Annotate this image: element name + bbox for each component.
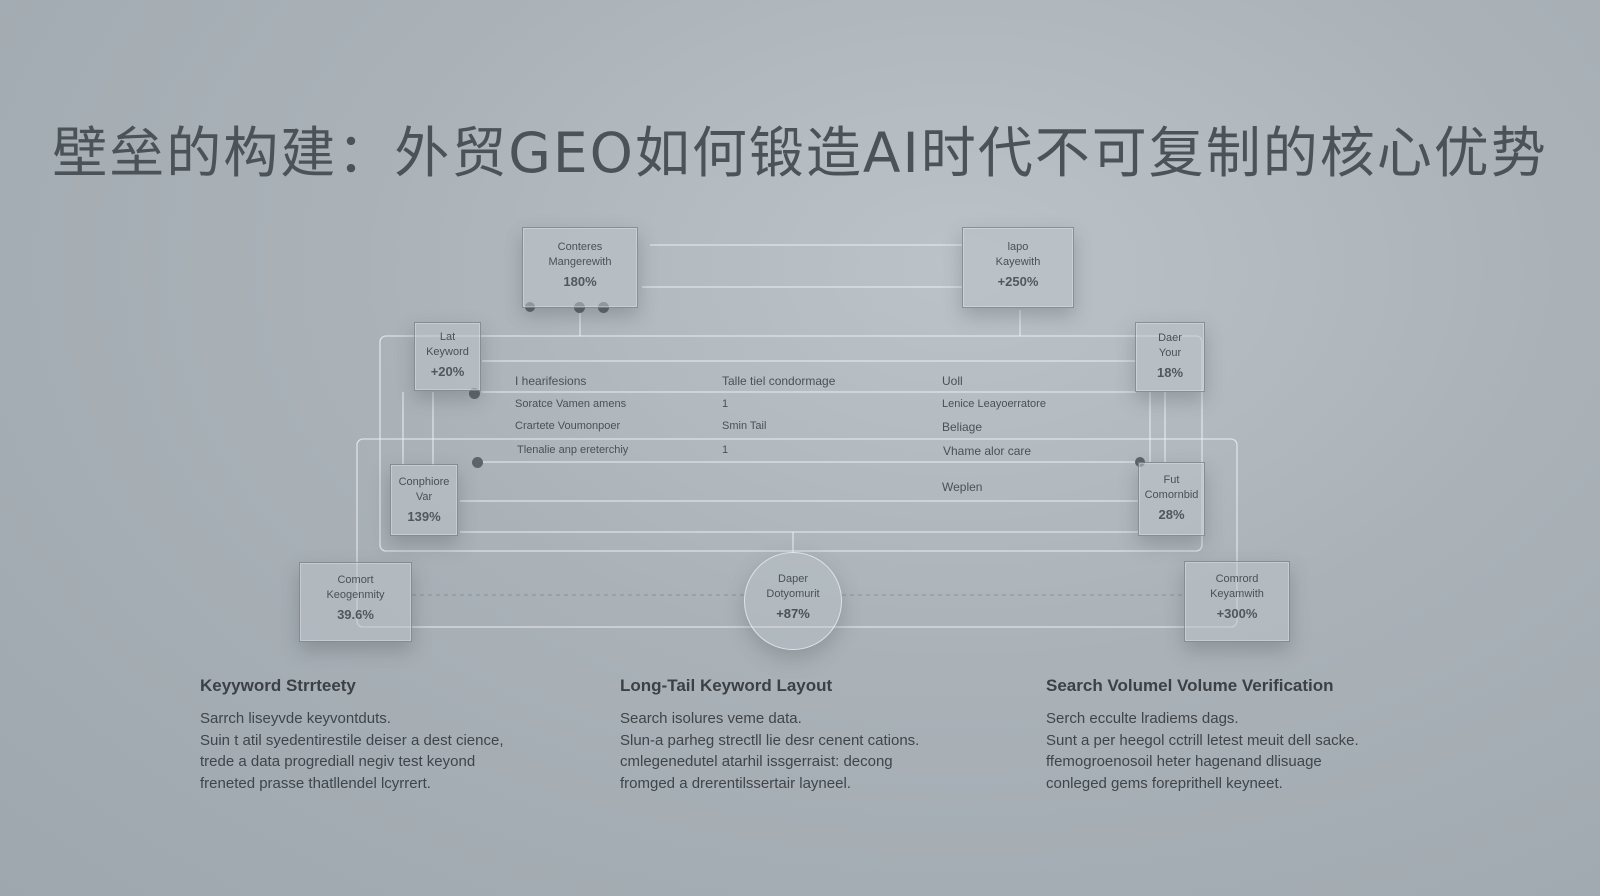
node-bottom-center: Daper Dotyomurit +87% bbox=[744, 552, 842, 650]
node-value: +87% bbox=[776, 606, 810, 621]
node-low-right: Fut Comornbid 28% bbox=[1138, 462, 1205, 536]
column-line: fromged a drerentilssertair layneel. bbox=[620, 774, 851, 792]
node-top-right: lapo Kayewith +250% bbox=[962, 227, 1074, 308]
table-cell: Crartete Voumonpoer bbox=[515, 420, 621, 432]
node-label: Var bbox=[415, 491, 433, 503]
table-cell: Beliage bbox=[942, 420, 983, 434]
table-cell: Lenice Leayoerratore bbox=[942, 398, 1046, 410]
table-cell: Weplen bbox=[942, 480, 983, 494]
node-value: +20% bbox=[430, 364, 465, 379]
table-cell: 1 bbox=[722, 398, 729, 410]
column-heading: Search Volumel Volume Verification bbox=[1046, 676, 1334, 695]
node-label: Keogenmity bbox=[326, 589, 385, 601]
column-line: Slun-a parheg strectll lie desr cenent c… bbox=[620, 731, 920, 749]
column-line: freneted prasse thatllendel lcyrrert. bbox=[200, 774, 431, 792]
node-label: lapo bbox=[1007, 241, 1029, 253]
column-heading: Long-Tail Keyword Layout bbox=[620, 676, 833, 695]
node-bottom-right: Comrord Keyamwith +300% bbox=[1184, 561, 1290, 642]
node-label: Conphiore bbox=[398, 476, 450, 488]
node-label: Dotyomurit bbox=[766, 588, 820, 600]
column-line: Sarrch liseyvde keyvontduts. bbox=[200, 710, 391, 727]
node-value: +250% bbox=[997, 274, 1039, 289]
table-cell: Talle tiel condormage bbox=[722, 374, 836, 388]
column-line: cmlegenedutel atarhil issgerraist: decon… bbox=[620, 753, 893, 770]
node-label: Comort bbox=[337, 574, 374, 586]
page-title: 壁垒的构建：外贸GEO如何锻造AI时代不可复制的核心优势 bbox=[52, 121, 1548, 185]
connector-dot bbox=[469, 388, 480, 399]
column-keyword-strategy: Keyyword Strrteety Sarrch liseyvde keyvo… bbox=[200, 676, 570, 794]
node-label: Lat bbox=[439, 331, 456, 343]
node-bottom-left: Comort Keogenmity 39.6% bbox=[299, 562, 412, 642]
node-value: 139% bbox=[407, 509, 441, 524]
table-cell: Smin Tail bbox=[722, 420, 767, 432]
column-line: conleged gems foreprithell keyneet. bbox=[1046, 774, 1283, 792]
table-cell: Tlenalie anp ereterchiy bbox=[517, 444, 629, 456]
table-cell: Soratce Vamen amens bbox=[515, 398, 627, 410]
node-value: 39.6% bbox=[337, 607, 374, 622]
column-long-tail: Long-Tail Keyword Layout Search isolures… bbox=[620, 676, 990, 794]
node-label: Comornbid bbox=[1144, 489, 1199, 501]
node-label: Daer bbox=[1158, 332, 1182, 344]
column-line: Sunt a per heegol cctrill letest meuit d… bbox=[1046, 731, 1359, 749]
table-cell: I hearifesions bbox=[515, 374, 587, 388]
node-value: +300% bbox=[1216, 606, 1258, 621]
column-line: Serch ecculte lradiems dags. bbox=[1046, 710, 1239, 727]
table-cell: Uoll bbox=[942, 374, 963, 388]
node-value: 180% bbox=[563, 274, 597, 289]
column-line: Search isolures veme data. bbox=[620, 710, 802, 727]
node-top-left: Conteres Mangerewith 180% bbox=[522, 227, 638, 308]
column-heading: Keyyword Strrteety bbox=[200, 676, 356, 695]
node-label: Your bbox=[1158, 347, 1182, 359]
table-cell: 1 bbox=[722, 444, 729, 456]
node-value: 18% bbox=[1156, 365, 1184, 380]
column-search-volume: Search Volumel Volume Verification Serch… bbox=[1046, 676, 1416, 794]
node-label: Keyword bbox=[426, 346, 469, 358]
node-value: 28% bbox=[1158, 507, 1185, 522]
node-label: Keyamwith bbox=[1210, 588, 1264, 600]
node-mid-right: Daer Your 18% bbox=[1135, 322, 1205, 392]
node-mid-left: Lat Keyword +20% bbox=[414, 322, 481, 391]
node-label: Mangerewith bbox=[548, 256, 612, 268]
column-line: trede a data progrediall negiv test keyo… bbox=[200, 753, 476, 770]
table-cell: Vhame alor care bbox=[943, 444, 1032, 458]
node-label: Comrord bbox=[1215, 573, 1259, 585]
column-line: ffemogroenosoil heter hagenand dlisuage bbox=[1046, 753, 1322, 770]
node-label: Conteres bbox=[557, 241, 603, 253]
column-line: Suin t atil syedentirestile deiser a des… bbox=[200, 731, 504, 749]
node-label: Fut bbox=[1163, 474, 1180, 486]
connector-dot bbox=[472, 457, 483, 468]
node-label: Kayewith bbox=[995, 256, 1041, 268]
node-low-left: Conphiore Var 139% bbox=[390, 464, 458, 536]
node-label: Daper bbox=[778, 573, 808, 585]
